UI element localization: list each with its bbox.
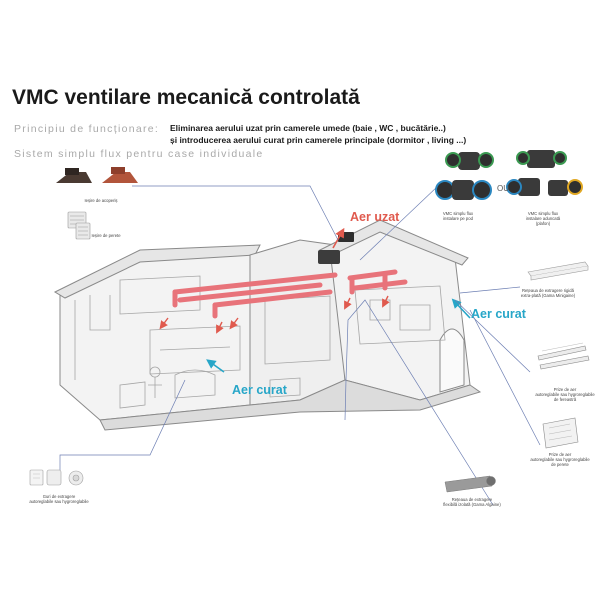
caption-vmc-ceiling-3: (plafon) <box>535 221 551 227</box>
exhaust-out-arrow <box>332 227 345 249</box>
principle-label: Principiu de funcționare: <box>14 123 160 135</box>
interior-details <box>74 275 446 409</box>
caption-iesire-acoperis: Ieșire de acoperiș <box>84 198 118 203</box>
caption-vmc-ceiling-1: VMC simplu flux <box>527 211 559 216</box>
rigid-duct-icon <box>527 261 589 281</box>
caption-vmc-ceiling-2: instalare aduncată <box>525 216 561 222</box>
caption-prize-perete: Prize de aer autoreglabile sau hygroregl… <box>523 452 597 468</box>
wall-inlet-icon <box>542 417 579 449</box>
window-inlet-icon <box>537 342 590 370</box>
caption-retea-flexibila-2: flexibilă izolată (Gama Algaine) <box>443 502 501 508</box>
caption-vmc-floor-2: instalare pe pod <box>443 216 473 222</box>
caption-vmc-floor-1: VMC simplu flux <box>442 211 474 216</box>
wall-outlet-icon <box>67 211 91 240</box>
caption-prize-1: Prize de aer <box>553 387 577 392</box>
caption-prize-2: autoreglabile sau hygroreglabile <box>535 392 595 398</box>
label-aer-curat-left: Aer curat <box>232 383 287 397</box>
principle-text: Eliminarea aerului uzat prin camerele um… <box>170 122 466 146</box>
caption-prize-fereastra: Prize de aer autoreglabile sau hygroregl… <box>530 387 600 403</box>
subtitle: Sistem simplu flux pentru case individua… <box>14 148 264 160</box>
caption-tubulatura-rigida-1: Rețeaua de extragere rigidă <box>522 288 574 293</box>
roof-outlet-icons <box>56 167 138 183</box>
caption-retea-flexibila-1: Rețeaua de extragere <box>451 497 493 502</box>
vmc-ceiling-icons <box>506 150 583 196</box>
label-ou: OU <box>497 184 509 193</box>
exhaust-ducts <box>172 269 408 319</box>
caption-guri-extragere: Guri de extragere autoreglabile sau hygr… <box>24 494 94 504</box>
caption-prize-perete-3: de perete <box>551 462 569 468</box>
label-aer-curat-right: Aer curat <box>471 307 526 321</box>
caption-prize-perete-2: autoreglabile sau hygroreglabile <box>530 457 590 463</box>
caption-iesire-perete: Ieșire de perete <box>91 233 121 238</box>
flex-duct-icon <box>444 475 496 493</box>
caption-prize-3: de fereastră <box>553 397 577 403</box>
fresh-air-arrows <box>206 298 471 373</box>
caption-prize-perete-1: Prize de aer <box>548 452 572 457</box>
label-aer-uzat: Aer uzat <box>350 210 400 224</box>
caption-vmc-ceiling: VMC simplu flux instalare aduncată (plaf… <box>518 211 568 227</box>
caption-tubulatura-rigida: Rețeaua de extragere rigidă extra-plată … <box>512 288 584 298</box>
page-title: VMC ventilare mecanică controlată <box>12 86 360 109</box>
caption-retea-flexibila: Rețeaua de extragere flexibilă izolată (… <box>434 497 510 507</box>
caption-vmc-floor: VMC simplu flux instalare pe pod <box>434 211 482 221</box>
extract-arrows <box>159 295 390 334</box>
extract-grille-icons <box>29 469 84 486</box>
caption-guri-2: autoreglabile sau hygroreglabile <box>29 499 89 505</box>
leader-lines <box>59 185 541 506</box>
caption-tubulatura-rigida-2: extra-plată (Gama Minigaine) <box>520 293 576 299</box>
house-outline <box>53 219 482 431</box>
principle-line-2: și introducerea aerului curat prin camer… <box>170 135 467 145</box>
vmc-floor-icons <box>435 152 494 200</box>
principle-line-1: Eliminarea aerului uzat prin camerele um… <box>170 123 446 133</box>
caption-guri-1: Guri de extragere <box>42 494 76 499</box>
